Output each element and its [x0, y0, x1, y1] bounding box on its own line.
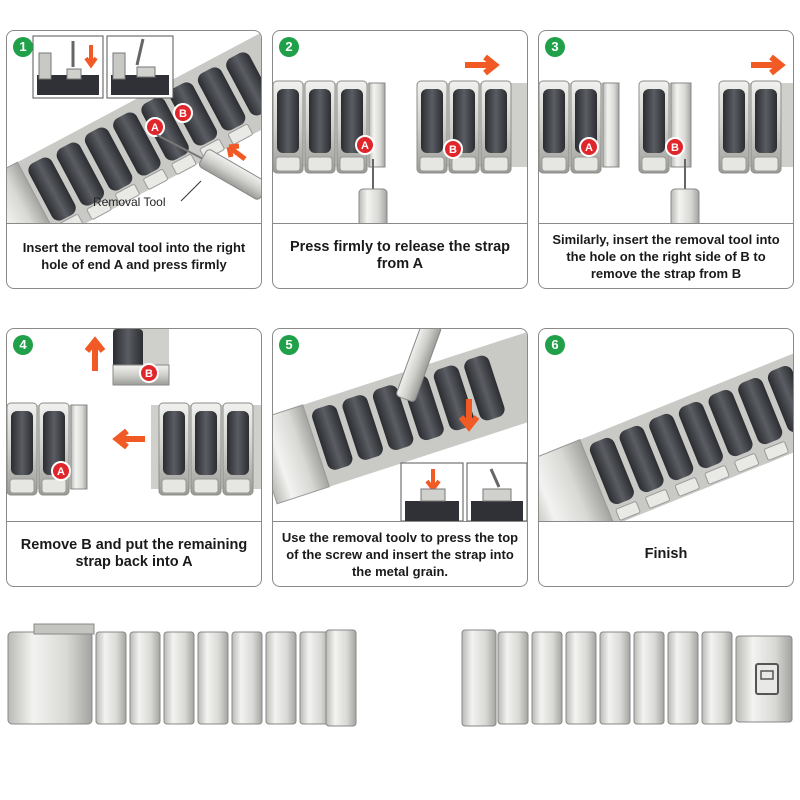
- marker-b: B: [671, 142, 679, 154]
- step-3-panel: A B 3 Similarly, insert the removal tool…: [538, 30, 794, 289]
- step-2-illustration: A B: [273, 54, 527, 223]
- step-number-badge: 6: [545, 335, 565, 355]
- step-number-badge: 3: [545, 37, 565, 57]
- marker-b: B: [145, 368, 153, 380]
- step-number-badge: 5: [279, 335, 299, 355]
- removal-tool-label: Removal Tool: [93, 195, 165, 209]
- step-6-caption: Finish: [539, 521, 793, 586]
- strap-product-views: [7, 623, 793, 727]
- step-5-panel: 5 Use the removal toolv to press the top…: [272, 328, 528, 587]
- step-number-badge: 1: [13, 37, 33, 57]
- step-4-caption: Remove B and put the remaining strap bac…: [7, 521, 261, 586]
- step-5-caption: Use the removal toolv to press the top o…: [273, 521, 527, 586]
- step-number-badge: 4: [13, 335, 33, 355]
- marker-a: A: [151, 122, 159, 134]
- strap-left-view: [7, 623, 357, 727]
- step-6-illustration: [539, 344, 793, 521]
- step-4-panel: B A 4 Remove B and put the remaining str…: [6, 328, 262, 587]
- step-1-caption: Insert the removal tool into the right h…: [7, 223, 261, 288]
- marker-b: B: [449, 144, 457, 156]
- strap-right-view: [461, 629, 793, 727]
- marker-a: A: [361, 140, 369, 152]
- step-2-caption: Press firmly to release the strap from A: [273, 223, 527, 288]
- step-1-panel: A B Removal Tool 1 Insert the removal to…: [6, 30, 262, 289]
- step-2-panel: A B 2 Press firmly to release the strap …: [272, 30, 528, 289]
- step-3-illustration: A B: [539, 54, 793, 223]
- step-5-illustration: [273, 329, 527, 521]
- step-3-caption: Similarly, insert the removal tool into …: [539, 223, 793, 288]
- step-1-illustration: A B Removal Tool: [7, 33, 261, 223]
- step-4-illustration: B A: [7, 329, 261, 496]
- step-6-panel: 6 Finish: [538, 328, 794, 587]
- step-number-badge: 2: [279, 37, 299, 57]
- marker-b: B: [179, 108, 187, 120]
- marker-a: A: [57, 466, 65, 478]
- marker-a: A: [585, 142, 593, 154]
